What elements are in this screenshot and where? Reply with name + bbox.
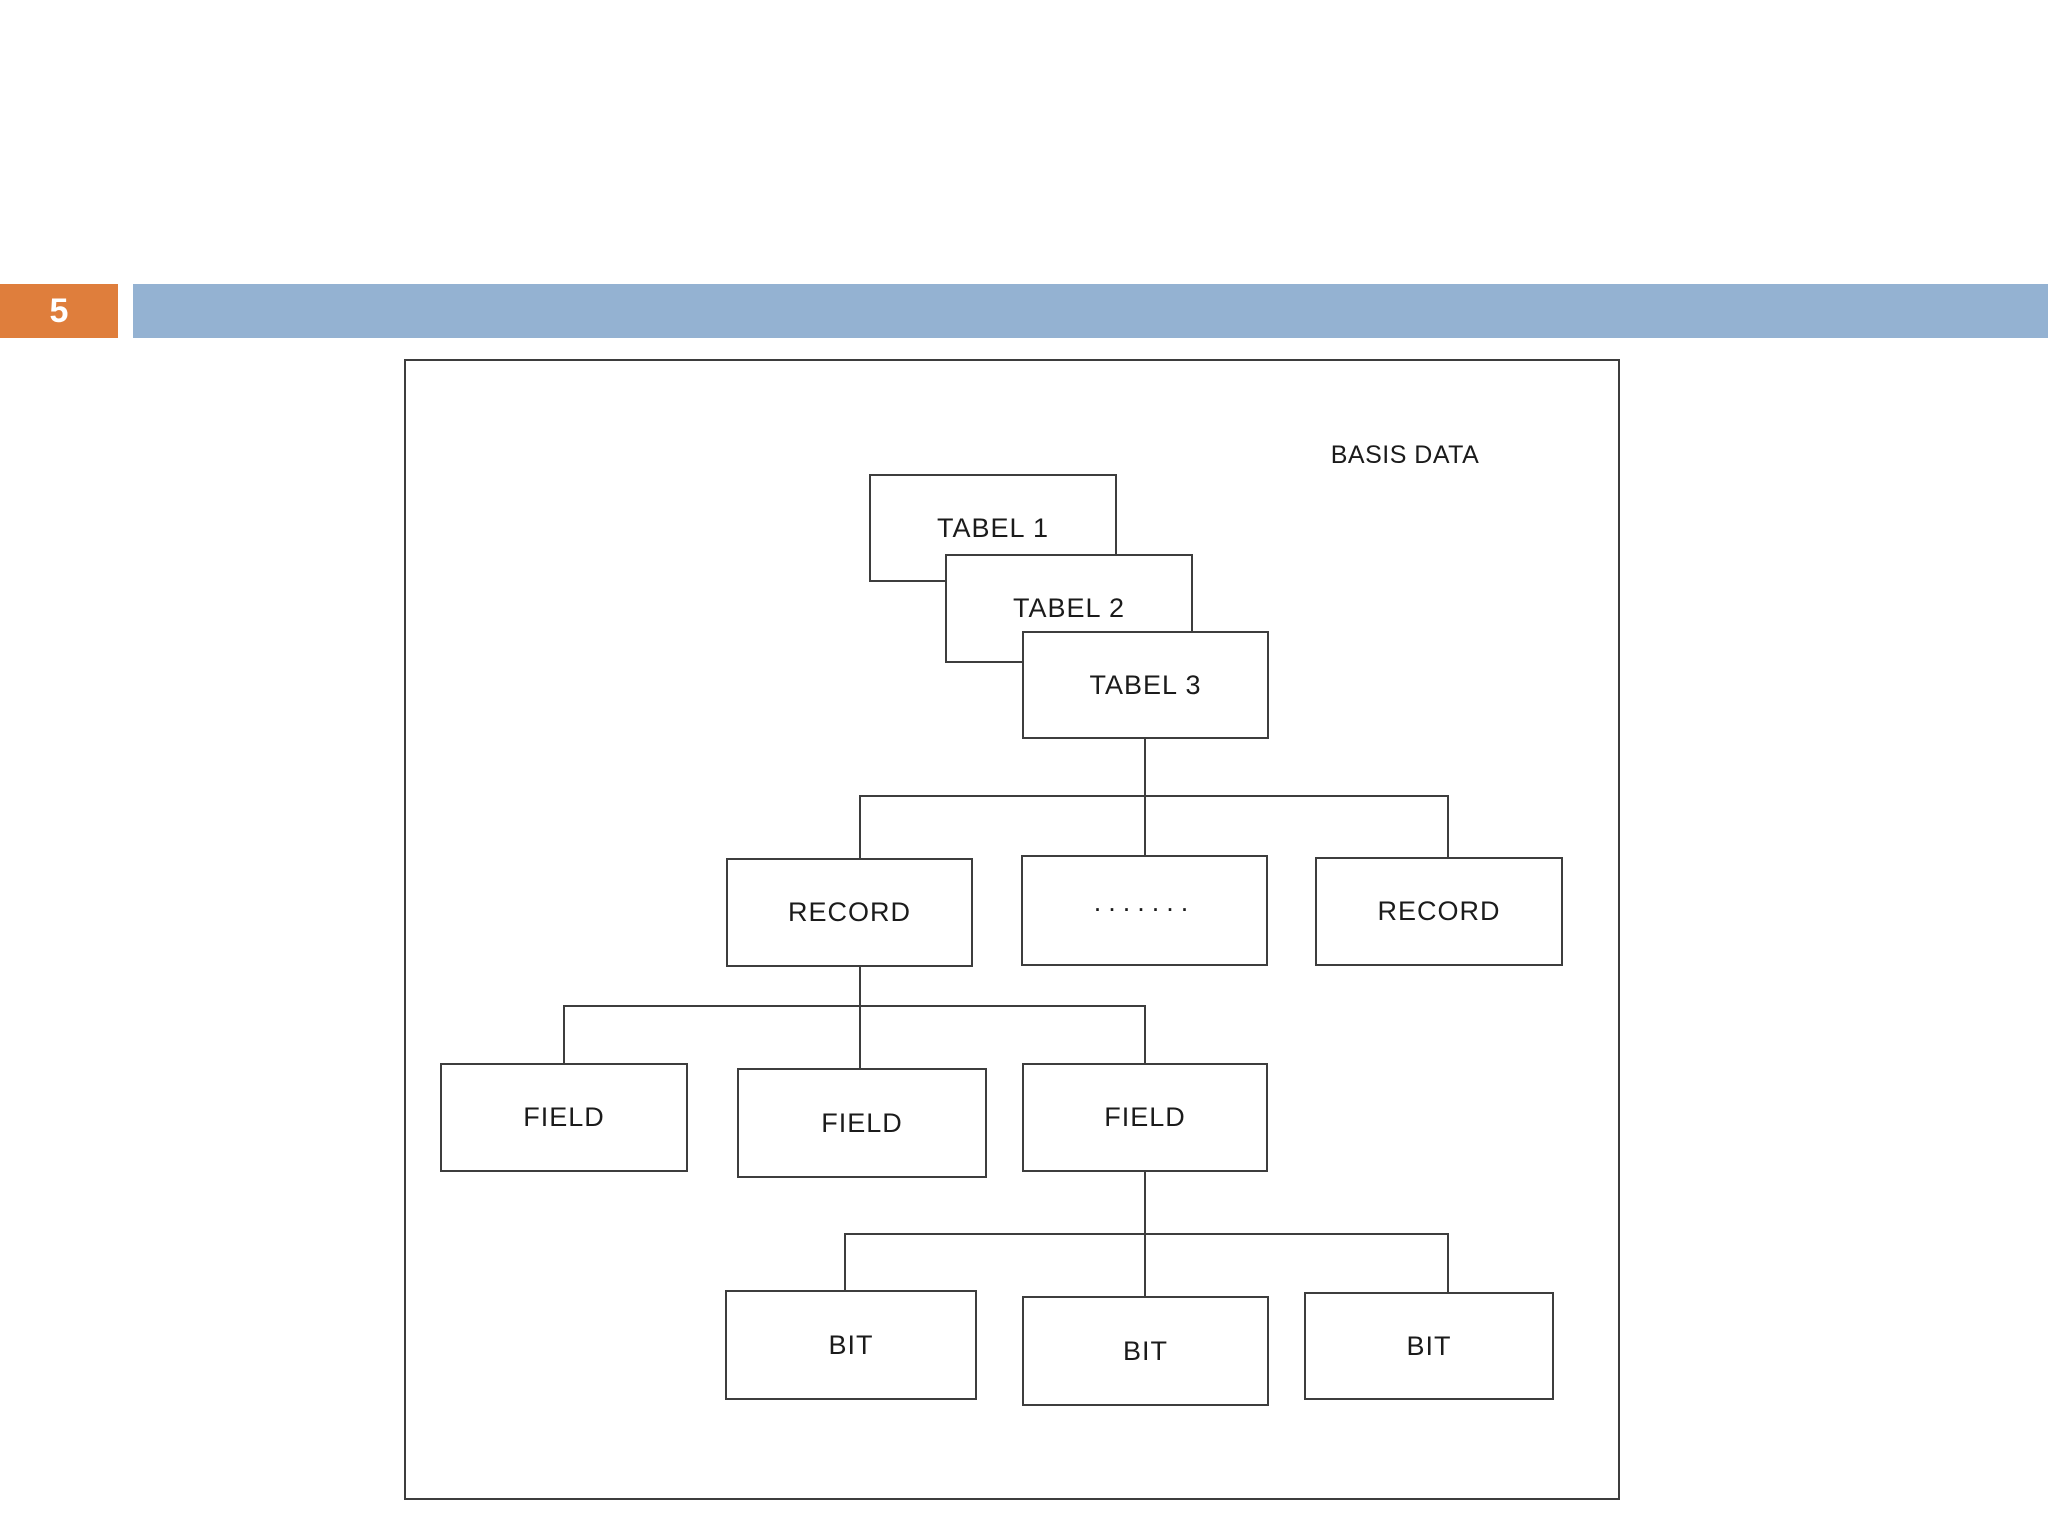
- connector-field-right-down: [1144, 1172, 1146, 1234]
- node-record-right: RECORD: [1315, 857, 1563, 966]
- node-field-right: FIELD: [1022, 1063, 1268, 1172]
- connector-record-left-down: [859, 967, 861, 1006]
- header-bar: [133, 284, 2048, 338]
- connector-fields-bar: [563, 1005, 1146, 1007]
- connector-bit-mid-drop: [1144, 1233, 1146, 1297]
- diagram-title: BASIS DATA: [1330, 441, 1480, 469]
- node-field-left: FIELD: [440, 1063, 688, 1172]
- node-field-middle: FIELD: [737, 1068, 987, 1178]
- connector-record-mid-drop: [1144, 795, 1146, 856]
- page-number-badge: 5: [0, 284, 118, 338]
- node-bit-right: BIT: [1304, 1292, 1554, 1400]
- node-record-ellipsis: .......: [1021, 855, 1268, 966]
- node-tabel-3: TABEL 3: [1022, 631, 1269, 739]
- connector-records-bar: [859, 795, 1449, 797]
- node-bit-middle: BIT: [1022, 1296, 1269, 1406]
- connector-field-right-drop: [1144, 1005, 1146, 1064]
- connector-tabel3-down: [1144, 739, 1146, 797]
- connector-bit-left-drop: [844, 1233, 846, 1291]
- connector-field-mid-drop: [859, 1005, 861, 1069]
- connector-bit-right-drop: [1447, 1233, 1449, 1293]
- ellipsis-label: .......: [1093, 887, 1196, 917]
- node-record-left: RECORD: [726, 858, 973, 967]
- connector-record-right-drop: [1447, 795, 1449, 858]
- connector-field-left-drop: [563, 1005, 565, 1064]
- node-bit-left: BIT: [725, 1290, 977, 1400]
- connector-record-left-drop: [859, 795, 861, 859]
- connector-bits-bar: [844, 1233, 1449, 1235]
